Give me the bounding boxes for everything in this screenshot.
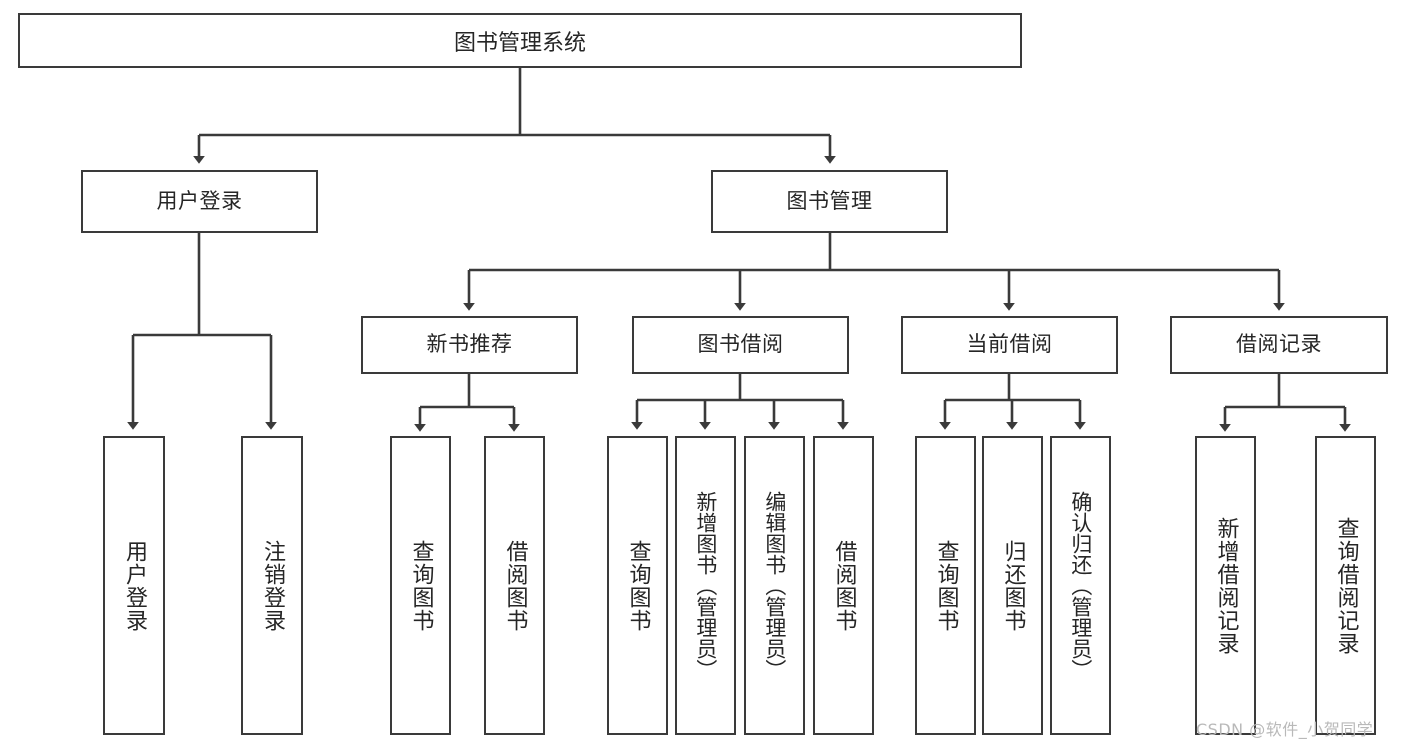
- node-label: 查询图书: [933, 539, 959, 632]
- leaf-return-book[interactable]: 归还图书: [982, 436, 1043, 735]
- leaf-borrow-book[interactable]: 借阅图书: [813, 436, 874, 735]
- node-label: 确认归还（管理员）: [1068, 491, 1093, 680]
- node-label: 图书借阅: [697, 332, 784, 357]
- node-label: 当前借阅: [966, 332, 1053, 357]
- leaf-query-book-current[interactable]: 查询图书: [915, 436, 976, 735]
- node-book-management-system[interactable]: 图书管理系统: [18, 13, 1022, 68]
- leaf-query-borrow-record[interactable]: 查询借阅记录: [1315, 436, 1376, 735]
- leaf-edit-book-admin[interactable]: 编辑图书（管理员）: [744, 436, 805, 735]
- leaf-query-book-recommend[interactable]: 查询图书: [390, 436, 451, 735]
- node-label: 新增图书（管理员）: [693, 491, 718, 680]
- node-label: 查询图书: [408, 539, 434, 632]
- node-label: 归还图书: [1000, 539, 1026, 632]
- node-book-borrow[interactable]: 图书借阅: [632, 316, 849, 374]
- node-book-management[interactable]: 图书管理: [711, 170, 948, 233]
- leaf-add-book-admin[interactable]: 新增图书（管理员）: [675, 436, 736, 735]
- leaf-logout[interactable]: 注销登录: [241, 436, 303, 735]
- node-new-book-recommend[interactable]: 新书推荐: [361, 316, 578, 374]
- node-label: 借阅图书: [831, 539, 857, 632]
- node-label: 注销登录: [259, 539, 285, 632]
- node-label: 查询借阅记录: [1333, 516, 1359, 655]
- node-label: 编辑图书（管理员）: [762, 491, 787, 680]
- node-label: 图书管理: [786, 188, 873, 213]
- node-borrow-record[interactable]: 借阅记录: [1170, 316, 1388, 374]
- node-label: 图书管理系统: [453, 30, 586, 56]
- watermark: CSDN @软件_小贺同学: [1196, 720, 1374, 739]
- node-label: 查询图书: [625, 539, 651, 632]
- node-label: 借阅记录: [1236, 332, 1322, 357]
- leaf-query-book-borrow[interactable]: 查询图书: [607, 436, 668, 735]
- leaf-confirm-return-admin[interactable]: 确认归还（管理员）: [1050, 436, 1111, 735]
- leaf-add-borrow-record[interactable]: 新增借阅记录: [1195, 436, 1256, 735]
- node-label: 新增借阅记录: [1213, 516, 1239, 655]
- node-user-login[interactable]: 用户登录: [81, 170, 318, 233]
- node-label: 借阅图书: [502, 539, 528, 632]
- leaf-user-login[interactable]: 用户登录: [103, 436, 165, 735]
- node-label: 用户登录: [121, 539, 147, 632]
- node-label: 新书推荐: [426, 332, 513, 357]
- node-current-borrow[interactable]: 当前借阅: [901, 316, 1118, 374]
- node-label: 用户登录: [156, 188, 243, 213]
- leaf-borrow-book-recommend[interactable]: 借阅图书: [484, 436, 545, 735]
